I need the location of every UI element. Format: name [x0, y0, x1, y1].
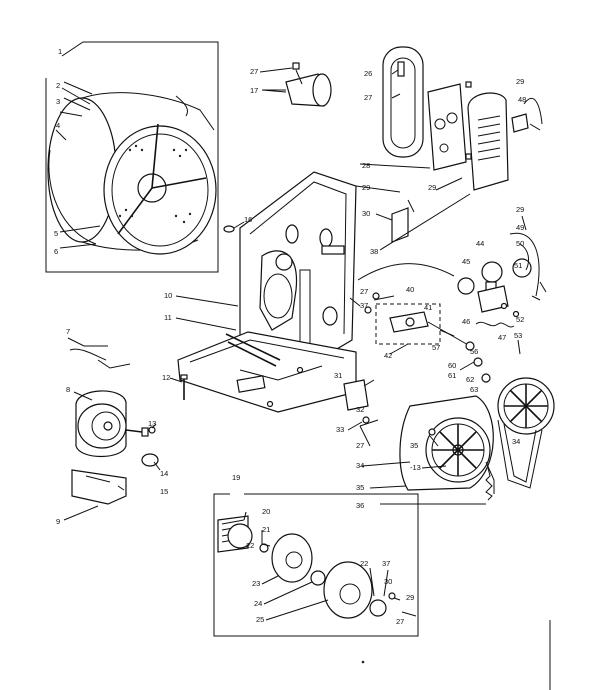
label-37-blower: 37	[382, 559, 390, 568]
label-34: 34	[356, 461, 364, 470]
part-46-spring	[475, 302, 521, 355]
label-3: 3	[56, 97, 60, 106]
label-29-right: 29	[516, 205, 524, 214]
label-53: 53	[514, 331, 522, 340]
label-32: 32	[356, 405, 364, 414]
drive-pulley-and-belt	[399, 377, 555, 494]
label-17: 17	[250, 86, 258, 95]
part-17-knob	[262, 62, 332, 107]
label-24: 24	[254, 599, 262, 608]
label-46: 46	[462, 317, 470, 326]
label-15: 15	[160, 487, 168, 496]
label-52: 52	[516, 315, 524, 324]
label-31: 31	[334, 371, 342, 380]
label-28: 28	[362, 161, 370, 170]
motor-assembly	[63, 337, 159, 521]
label-20: 20	[262, 507, 270, 516]
label-14: 14	[160, 469, 168, 478]
label-61: 61	[448, 371, 456, 380]
part-31-32-bracket	[343, 379, 379, 427]
label-34-right: 34	[512, 437, 520, 446]
label-50: 50	[516, 239, 524, 248]
label-22-left: 22	[246, 541, 254, 550]
label-30-blower: 30	[384, 577, 392, 586]
label-25: 25	[256, 615, 264, 624]
duct-and-vent-parts	[382, 46, 543, 191]
label-10: 10	[164, 291, 172, 300]
label-27-guide: 27	[364, 93, 372, 102]
label-13: 13	[148, 419, 156, 428]
label-19: 19	[232, 473, 240, 482]
part-36-spring	[380, 467, 493, 505]
label-6: 6	[54, 247, 58, 256]
label-62: 62	[466, 375, 474, 384]
label-27-lower: 27	[356, 441, 364, 450]
label-23: 23	[252, 579, 260, 588]
label-36: 36	[356, 501, 364, 510]
label-29-top: 29	[516, 77, 524, 86]
label-13-pulley: -13	[410, 463, 421, 472]
label-27-mid: 27	[360, 287, 368, 296]
label-2: 2	[56, 81, 60, 90]
label-8: 8	[66, 385, 70, 394]
thermostat-assembly	[357, 232, 547, 314]
part-30-bracket	[375, 199, 415, 243]
label-11: 11	[164, 313, 172, 322]
label-7: 7	[66, 327, 70, 336]
label-45: 45	[462, 257, 470, 266]
label-48: 48	[518, 95, 526, 104]
label-37-mid: 37	[360, 301, 368, 310]
label-49: 49	[516, 223, 524, 232]
label-29-bracket: 29	[362, 183, 370, 192]
label-21: 21	[262, 525, 270, 534]
label-4: 4	[56, 121, 60, 130]
label-47: 47	[498, 333, 506, 342]
label-27-knob: 27	[250, 67, 258, 76]
label-41: 41	[424, 303, 432, 312]
label-33: 33	[336, 425, 344, 434]
label-63: 63	[470, 385, 478, 394]
label-35-lower: 35	[356, 483, 364, 492]
label-56: 56	[470, 347, 478, 356]
label-9: 9	[56, 517, 60, 526]
label-29-panel: 29	[428, 183, 436, 192]
label-60: 60	[448, 361, 456, 370]
label-38: 38	[370, 247, 378, 256]
label-1: 1	[58, 47, 62, 56]
label-51: 51	[514, 261, 522, 270]
label-42: 42	[384, 351, 392, 360]
blower-assembly	[213, 493, 419, 637]
drum-assembly	[45, 41, 219, 273]
label-22-right: 22	[360, 559, 368, 568]
label-57: 57	[432, 343, 440, 352]
label-12: 12	[162, 373, 170, 382]
label-26: 26	[364, 69, 372, 78]
label-30-bracket: 30	[362, 209, 370, 218]
label-44: 44	[476, 239, 484, 248]
part-16-washer	[223, 221, 245, 233]
label-35-pulley: 35	[410, 441, 418, 450]
leader-lines	[63, 67, 527, 621]
callout-labels: 1 2 3 4 5 6 16 27 17 26 27 28 29 29 48 2…	[54, 47, 526, 626]
part-12-screw	[180, 374, 188, 400]
label-40: 40	[406, 285, 414, 294]
label-29-blower: 29	[406, 593, 414, 602]
label-16: 16	[244, 215, 252, 224]
label-27-blower: 27	[396, 617, 404, 626]
label-5: 5	[54, 229, 58, 238]
